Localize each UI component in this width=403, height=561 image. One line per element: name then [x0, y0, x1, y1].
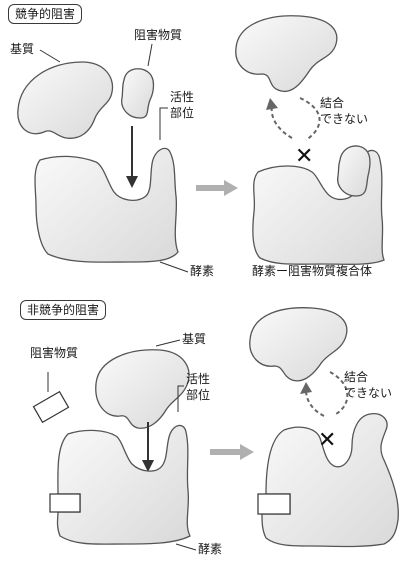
no-binding-label-line2: できない — [344, 386, 393, 400]
enzyme-inhibitor-site — [49, 493, 81, 513]
complex-label: 酵素ー阻害物質複合体 — [252, 264, 373, 278]
substrate-label: 基質 — [182, 332, 207, 346]
active-site-label-line2: 部位 — [186, 388, 211, 402]
inhibitor-shape — [121, 68, 155, 119]
no-binding-label-line2: できない — [320, 112, 369, 126]
cross-icon: ✕ — [295, 144, 314, 169]
noncompetitive-inhibition-title: 非競争的阻害 — [20, 300, 107, 320]
bound-inhibitor-shape — [337, 145, 371, 197]
deformed-enzyme-shape — [261, 413, 399, 548]
active-site-label-line2: 部位 — [170, 106, 195, 120]
cross-icon: ✕ — [318, 428, 337, 453]
active-site-label-line1: 活性 — [170, 90, 195, 104]
enzyme-shape — [34, 147, 179, 263]
enzyme-inhibitor-complex-shape — [252, 149, 385, 265]
inhibitor-label: 阻害物質 — [134, 28, 183, 42]
bound-inhibitor-shape — [257, 493, 291, 515]
substrate-shape — [17, 61, 114, 139]
substrate-shape — [95, 349, 190, 429]
inhibitor-shape — [32, 390, 70, 424]
enzyme-shape — [56, 424, 191, 545]
enzyme-label: 酵素 — [190, 264, 215, 278]
no-binding-label-line1: 結合 — [320, 96, 345, 110]
no-binding-label-line1: 結合 — [344, 370, 369, 384]
substrate-shape-rejected — [235, 15, 338, 93]
active-site-label-line1: 活性 — [186, 372, 211, 386]
competitive-inhibition-title: 競争的阻害 — [8, 4, 83, 24]
enzyme-label: 酵素 — [198, 542, 223, 556]
inhibitor-label: 阻害物質 — [30, 346, 79, 360]
substrate-label: 基質 — [10, 42, 35, 56]
substrate-shape-rejected — [249, 307, 348, 382]
